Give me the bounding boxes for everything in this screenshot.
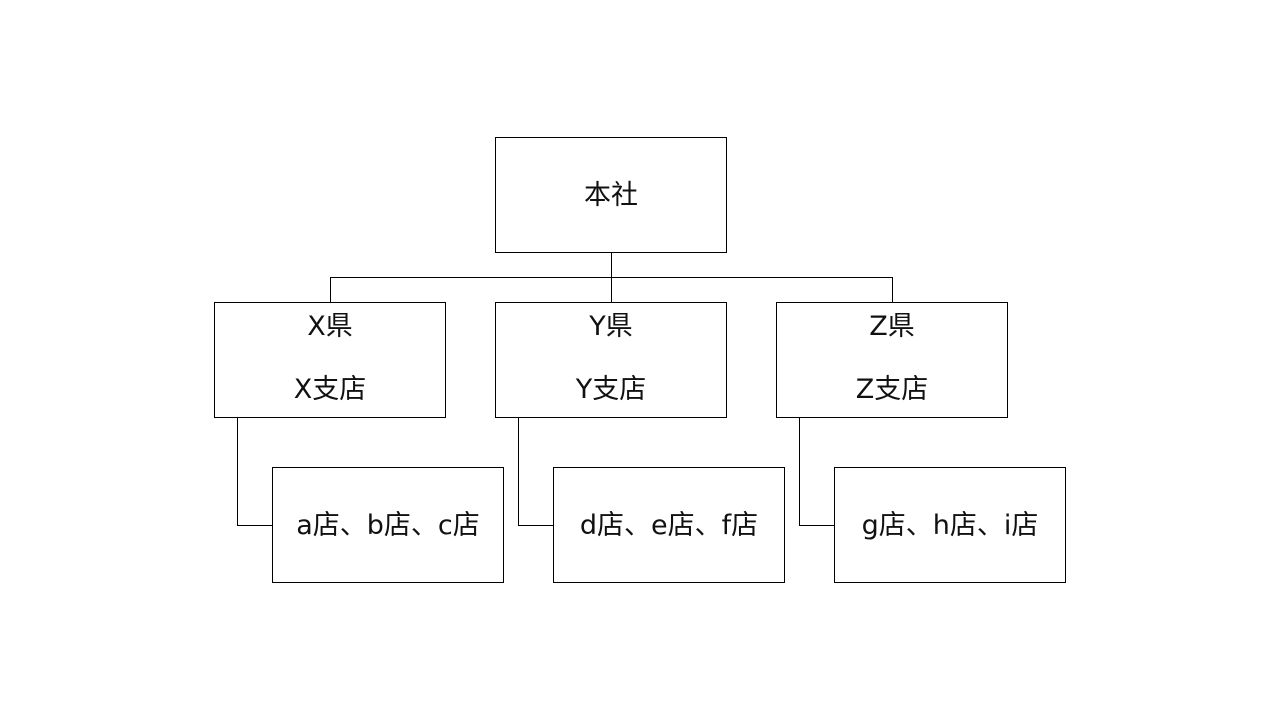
node-stores-z: g店、h店、i店 [834, 467, 1066, 583]
connector-root-down [611, 253, 612, 278]
node-stores-x: a店、b店、c店 [272, 467, 504, 583]
connector-y-down [518, 418, 519, 525]
node-branch-y-region: Y県 [589, 311, 633, 342]
node-stores-x-label: a店、b店、c店 [296, 509, 480, 541]
node-stores-y-label: d店、e店、f店 [579, 509, 759, 541]
connector-y-to-stores [518, 525, 553, 526]
node-headquarters-label: 本社 [584, 179, 638, 211]
node-branch-x-region: X県 [307, 311, 353, 342]
node-stores-z-label: g店、h店、i店 [861, 509, 1039, 541]
connector-bus-to-z [892, 277, 893, 302]
node-branch-z-region: Z県 [869, 311, 915, 342]
connector-x-to-stores [237, 525, 272, 526]
connector-bus-to-x [330, 277, 331, 302]
connector-bus-to-y [611, 277, 612, 302]
connector-z-down [799, 418, 800, 525]
node-branch-y: Y県 Y支店 [495, 302, 727, 418]
node-headquarters: 本社 [495, 137, 727, 253]
node-branch-x-name: X支店 [293, 374, 367, 405]
node-branch-y-name: Y支店 [575, 374, 647, 405]
connector-x-down [237, 418, 238, 525]
node-branch-x: X県 X支店 [214, 302, 446, 418]
node-branch-z: Z県 Z支店 [776, 302, 1008, 418]
node-stores-y: d店、e店、f店 [553, 467, 785, 583]
connector-z-to-stores [799, 525, 834, 526]
node-branch-z-name: Z支店 [855, 374, 929, 405]
